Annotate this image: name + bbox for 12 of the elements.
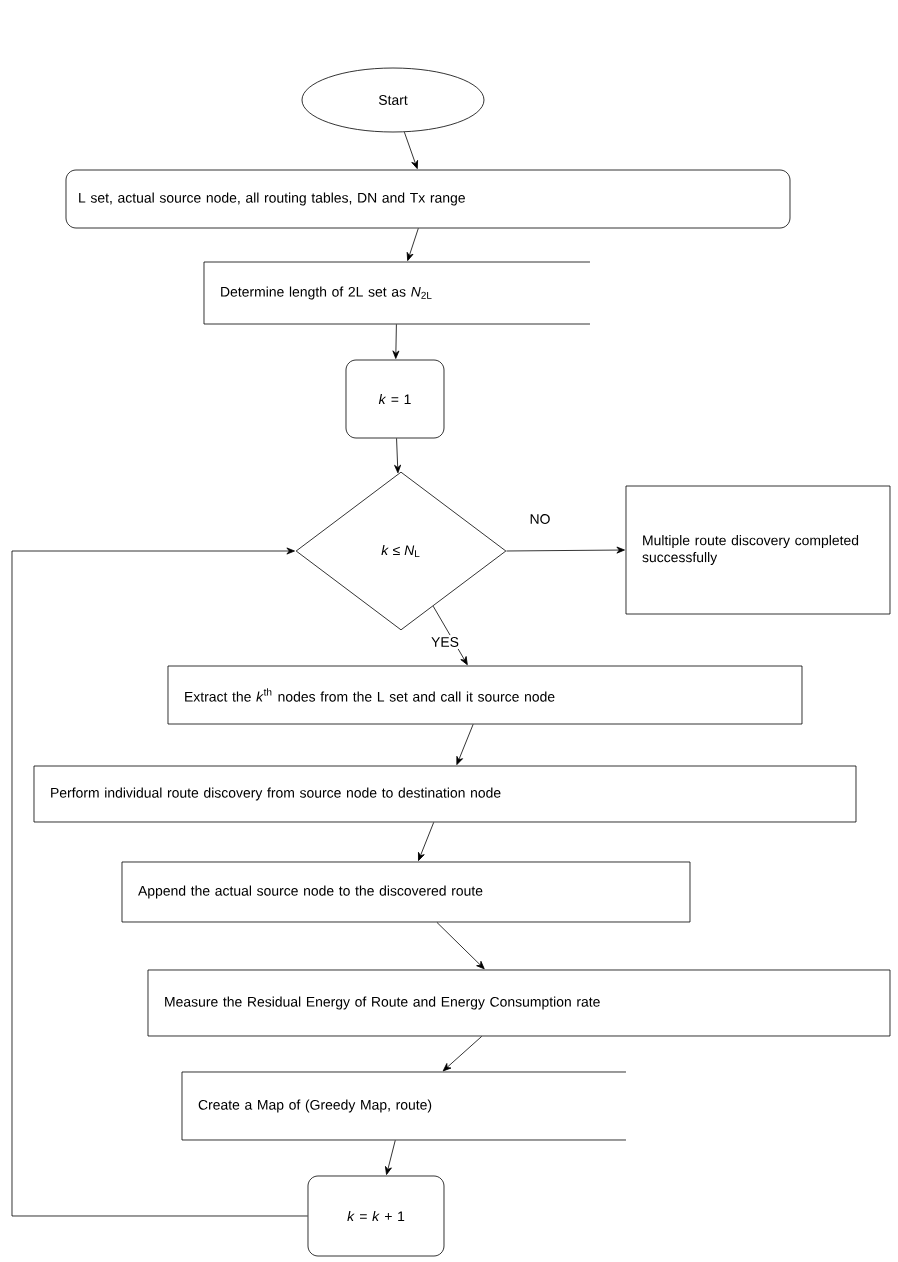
arrow	[385, 1140, 396, 1175]
arrow	[403, 131, 418, 169]
arrow	[442, 1036, 483, 1072]
arrow	[456, 724, 474, 765]
arrow	[432, 605, 468, 666]
arrow	[394, 438, 402, 474]
arrow	[436, 922, 485, 970]
arrow	[406, 228, 419, 261]
arrow	[11, 547, 308, 1217]
arrow	[392, 324, 400, 359]
arrow	[506, 546, 625, 554]
arrow	[418, 822, 435, 861]
